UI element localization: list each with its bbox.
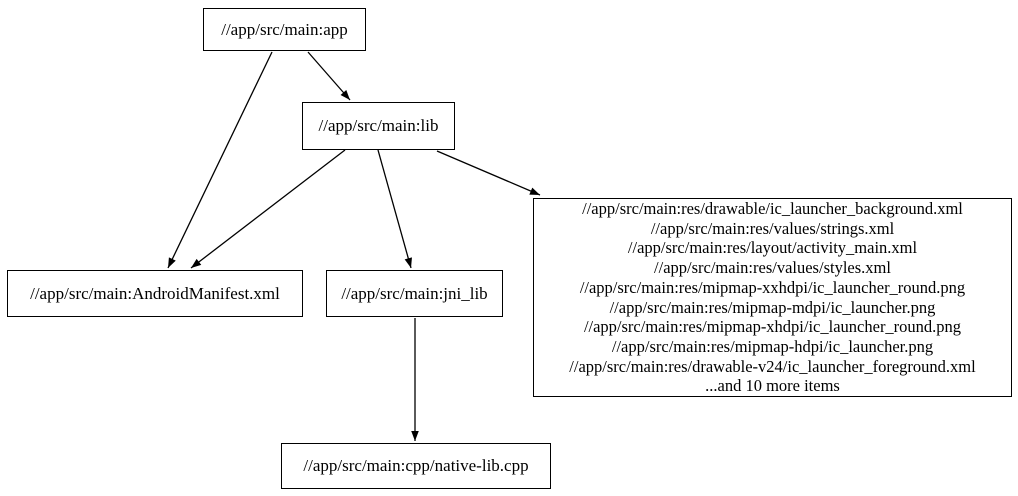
- res-group-line: //app/src/main:res/drawable-v24/ic_launc…: [569, 356, 976, 376]
- res-group-line: //app/src/main:res/drawable/ic_launcher_…: [582, 198, 963, 218]
- edge-app-to-android-manifest: [167, 51, 273, 269]
- node-native-lib-cpp-label: //app/src/main:cpp/native-lib.cpp: [303, 456, 529, 475]
- res-group-line: //app/src/main:res/layout/activity_main.…: [627, 238, 918, 258]
- node-lib: //app/src/main:lib: [302, 102, 455, 150]
- node-res-group: //app/src/main:res/drawable/ic_launcher_…: [533, 198, 1012, 397]
- node-android-manifest: //app/src/main:AndroidManifest.xml: [7, 270, 303, 317]
- node-lib-label: //app/src/main:lib: [318, 116, 439, 135]
- res-group-line: //app/src/main:res/values/strings.xml: [650, 218, 895, 238]
- edge-app-to-lib: [307, 51, 351, 101]
- node-jni-lib-label: //app/src/main:jni_lib: [341, 283, 488, 303]
- node-jni-lib: //app/src/main:jni_lib: [326, 270, 503, 317]
- edge-lib-to-android-manifest: [190, 149, 346, 269]
- edge-lib-to-res-group: [436, 150, 541, 196]
- node-app: //app/src/main:app: [203, 8, 366, 51]
- res-group-line: //app/src/main:res/mipmap-xhdpi/ic_launc…: [583, 317, 962, 337]
- res-group-more-items: ...and 10 more items: [705, 376, 840, 396]
- node-native-lib-cpp: //app/src/main:cpp/native-lib.cpp: [281, 443, 551, 489]
- res-group-line: //app/src/main:res/mipmap-xxhdpi/ic_laun…: [579, 277, 966, 297]
- res-group-line: //app/src/main:res/values/styles.xml: [654, 258, 891, 278]
- node-android-manifest-label: //app/src/main:AndroidManifest.xml: [30, 283, 280, 303]
- res-group-line: //app/src/main:res/mipmap-hdpi/ic_launch…: [611, 336, 934, 356]
- edge-lib-to-jni-lib: [377, 149, 412, 269]
- node-app-label: //app/src/main:app: [221, 19, 348, 39]
- res-group-line: //app/src/main:res/mipmap-mdpi/ic_launch…: [609, 297, 936, 317]
